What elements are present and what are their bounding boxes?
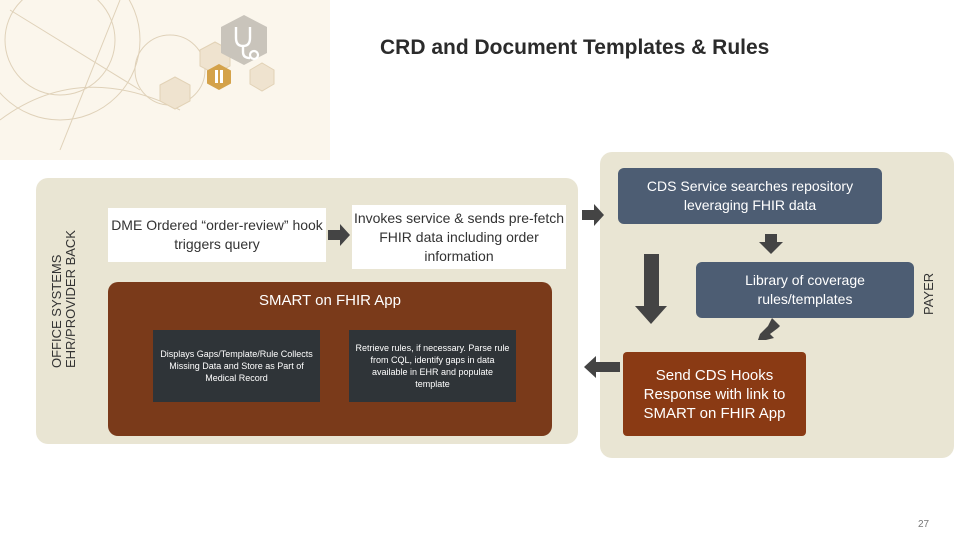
library-box: Library of coverage rules/templates (696, 262, 914, 318)
cds-search-box: CDS Service searches repository leveragi… (618, 168, 882, 224)
page-title: CRD and Document Templates & Rules (380, 36, 770, 59)
stethoscope-icon (218, 14, 270, 66)
invoke-service-box: Invokes service & sends pre-fetch FHIR d… (352, 205, 566, 269)
retrieve-rules-box: Retrieve rules, if necessary. Parse rule… (349, 330, 516, 402)
send-hooks-box: Send CDS Hooks Response with link to SMA… (623, 352, 806, 436)
decorative-header-art (0, 0, 330, 160)
payer-label: PAYER (921, 272, 936, 315)
smart-app-label: SMART on FHIR App (258, 292, 401, 309)
page-number: 27 (918, 519, 930, 530)
displays-gaps-box: Displays Gaps/Template/Rule Collects Mis… (153, 330, 320, 402)
dme-order-box: DME Ordered “order-review” hook triggers… (108, 208, 326, 262)
flask-icon (205, 63, 233, 91)
ehr-label: EHR/PROVIDER BACK OFFICE SYSTEMS (49, 230, 78, 368)
